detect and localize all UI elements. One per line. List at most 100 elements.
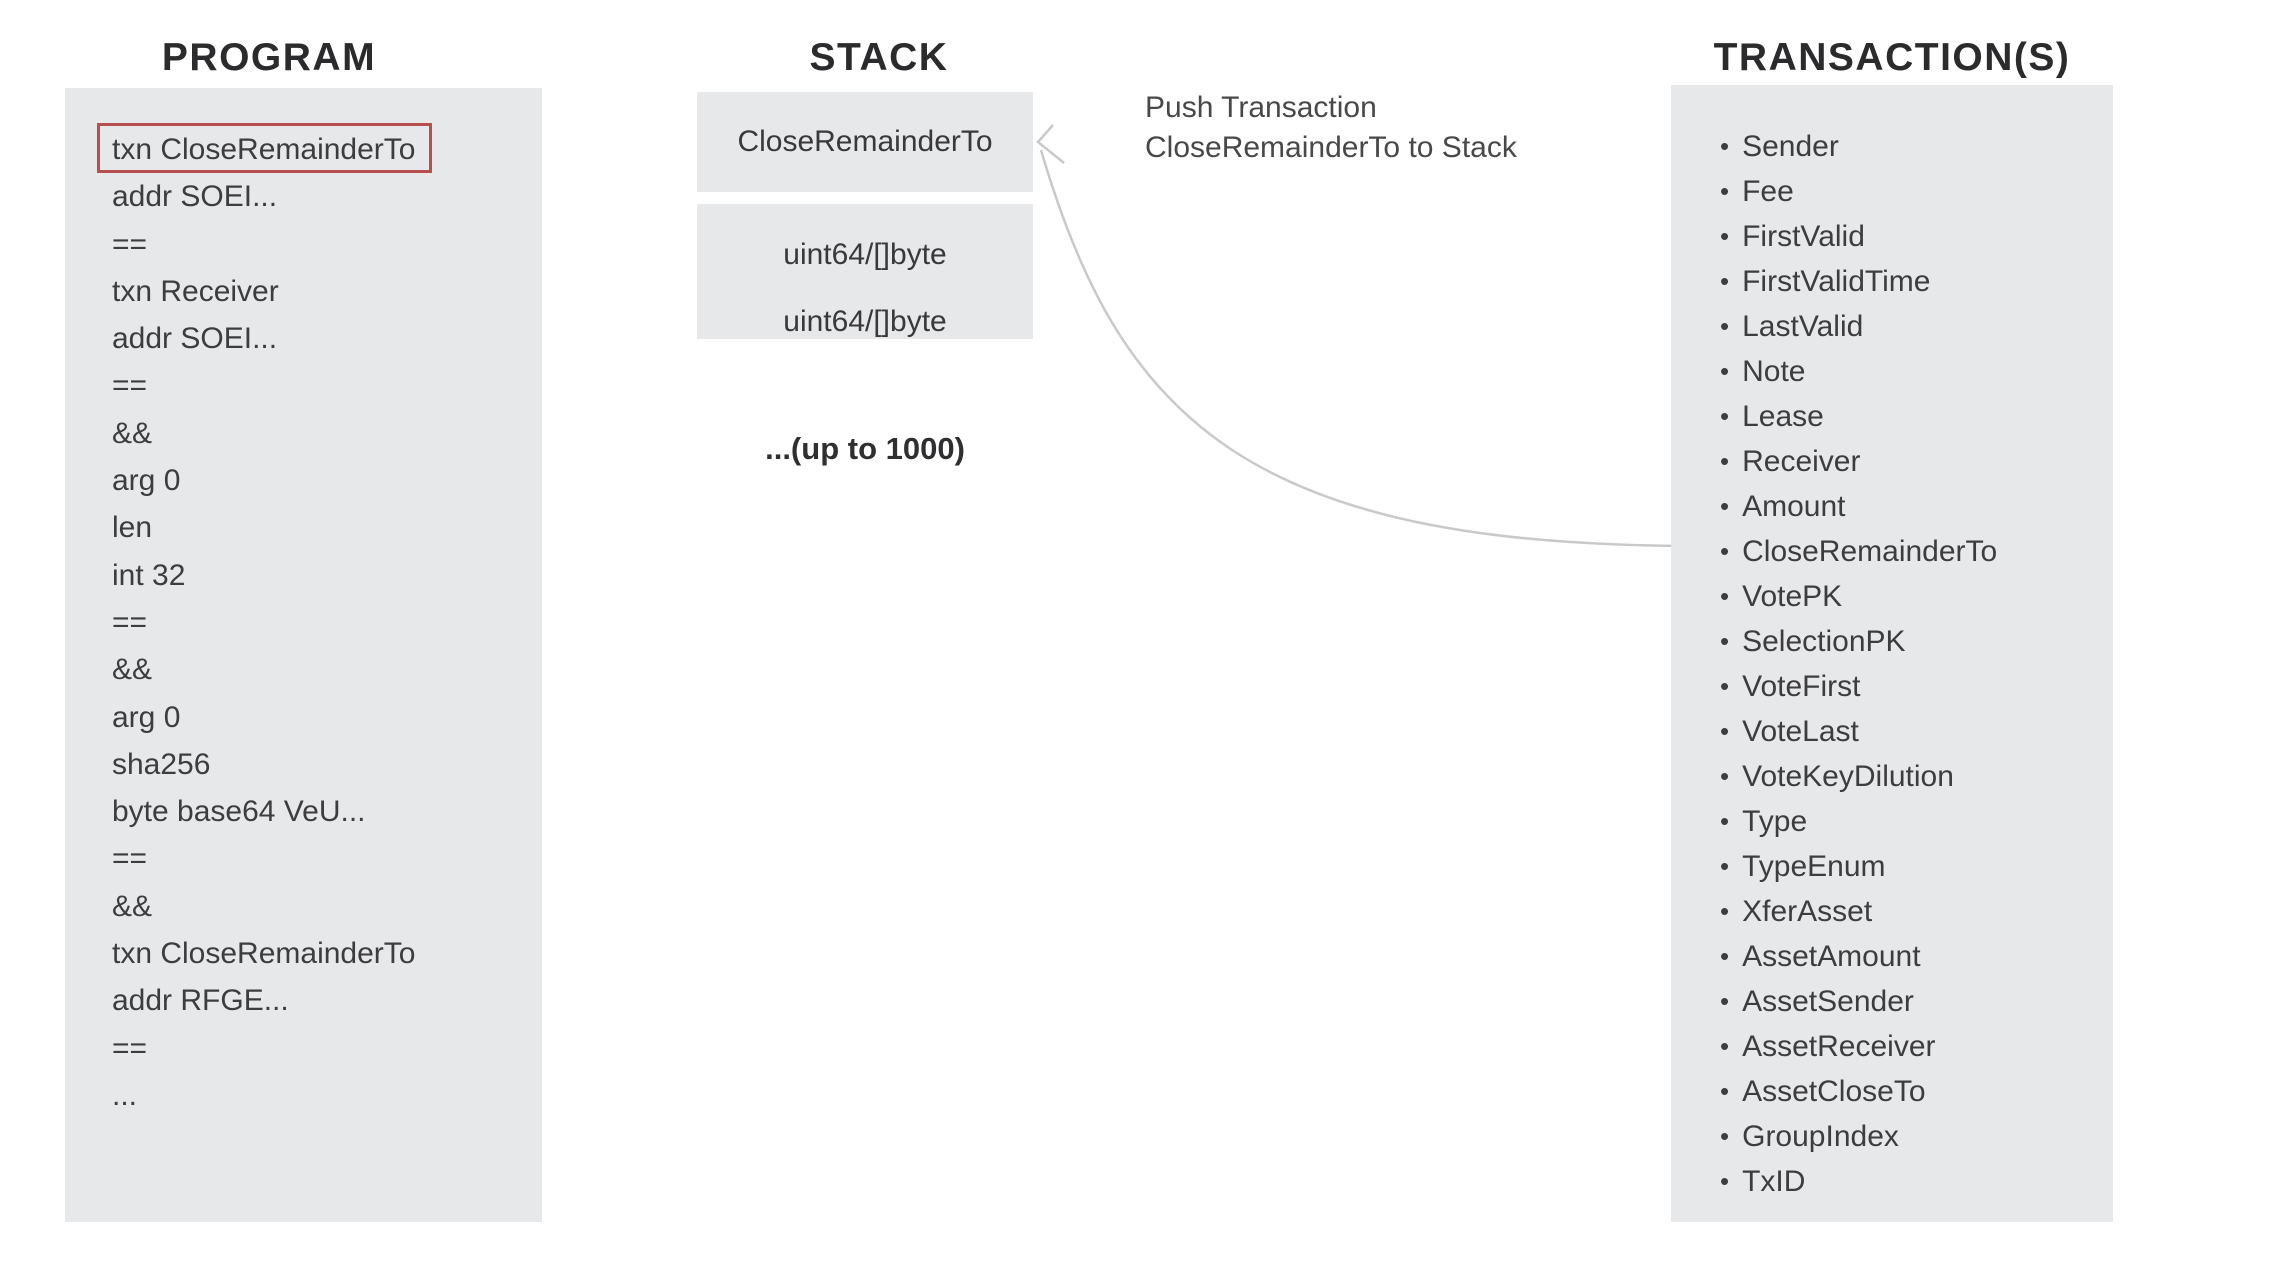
bullet-icon: • <box>1720 175 1730 206</box>
program-column-title: PROGRAM <box>161 36 377 79</box>
transaction-item-label: XferAsset <box>1742 894 1873 928</box>
transaction-item: • AssetReceiver <box>1720 1024 1997 1069</box>
program-line: arg 0 <box>112 700 181 734</box>
transaction-item-label: AssetAmount <box>1742 939 1921 973</box>
transaction-item: • Amount <box>1720 484 1997 529</box>
transactions-column-title: TRANSACTION(S) <box>1713 36 2071 79</box>
program-line: byte base64 VeU... <box>112 795 366 829</box>
bullet-icon: • <box>1720 1030 1730 1061</box>
transaction-item: • VoteLast <box>1720 709 1997 754</box>
transaction-item: • VotePK <box>1720 574 1997 619</box>
transaction-item: • Receiver <box>1720 439 1997 484</box>
bullet-icon: • <box>1720 985 1730 1016</box>
transaction-item-label: SelectionPK <box>1742 624 1906 658</box>
program-line: addr SOEI... <box>112 180 278 214</box>
program-line: && <box>112 653 153 687</box>
bullet-icon: • <box>1720 400 1730 431</box>
bullet-icon: • <box>1720 310 1730 341</box>
stack-box-list: CloseRemainderTo uint64/[]byte uint64/[]… <box>697 92 1033 339</box>
program-line: sha256 <box>112 747 211 781</box>
transaction-item: • LastValid <box>1720 304 1997 349</box>
bullet-icon: • <box>1720 445 1730 476</box>
bullet-icon: • <box>1720 805 1730 836</box>
transaction-item: • Lease <box>1720 394 1997 439</box>
stack-box: uint64/[]byte <box>697 204 1033 305</box>
transaction-item: • TxID <box>1720 1159 1997 1204</box>
transaction-item-label: FirstValid <box>1742 219 1865 253</box>
bullet-icon: • <box>1720 625 1730 656</box>
transaction-item: • AssetSender <box>1720 979 1997 1024</box>
program-line: addr RFGE... <box>112 984 289 1018</box>
transaction-item-label: VoteKeyDilution <box>1742 759 1954 793</box>
bullet-icon: • <box>1720 760 1730 791</box>
stack-box: uint64/[]byte <box>697 305 1033 339</box>
transactions-panel <box>1671 85 2113 1222</box>
transaction-item: • AssetAmount <box>1720 934 1997 979</box>
bullet-icon: • <box>1720 895 1730 926</box>
annotation-text: Push Transaction CloseRemainderTo to Sta… <box>1145 88 1517 168</box>
bullet-icon: • <box>1720 580 1730 611</box>
transaction-item-label: Fee <box>1742 174 1794 208</box>
bullet-icon: • <box>1720 940 1730 971</box>
annotation-line-1: Push Transaction <box>1145 91 1377 124</box>
program-line: == <box>112 842 148 876</box>
program-line: == <box>112 1031 148 1065</box>
transaction-item-label: AssetCloseTo <box>1742 1074 1926 1108</box>
program-line: && <box>112 889 153 923</box>
transaction-item: • FirstValidTime <box>1720 259 1997 304</box>
transaction-item: • CloseRemainderTo <box>1720 529 1997 574</box>
program-line: && <box>112 416 153 450</box>
transaction-item: • VoteFirst <box>1720 664 1997 709</box>
bullet-icon: • <box>1720 220 1730 251</box>
annotation-line-2: CloseRemainderTo to Stack <box>1145 131 1517 164</box>
transaction-item: • Sender <box>1720 124 1997 169</box>
transaction-item: • GroupIndex <box>1720 1114 1997 1159</box>
program-line: txn CloseRemainderTo <box>112 937 416 971</box>
transaction-item: • XferAsset <box>1720 889 1997 934</box>
transaction-item: • Note <box>1720 349 1997 394</box>
transaction-item-label: Note <box>1742 354 1806 388</box>
stack-box: CloseRemainderTo <box>697 92 1033 192</box>
transaction-item-label: FirstValidTime <box>1742 264 1931 298</box>
transaction-item: • SelectionPK <box>1720 619 1997 664</box>
program-line: txn Receiver <box>112 274 279 308</box>
transaction-item-label: VoteLast <box>1742 714 1859 748</box>
transaction-item: • AssetCloseTo <box>1720 1069 1997 1114</box>
program-line: addr SOEI... <box>112 322 278 356</box>
bullet-icon: • <box>1720 670 1730 701</box>
bullet-icon: • <box>1720 130 1730 161</box>
bullet-icon: • <box>1720 490 1730 521</box>
transaction-item: • Fee <box>1720 169 1997 214</box>
bullet-icon: • <box>1720 535 1730 566</box>
transaction-item-label: TypeEnum <box>1742 849 1886 883</box>
transaction-field-list: • Sender • Fee • FirstValid • FirstValid… <box>1720 124 1997 1204</box>
highlight-box <box>97 123 432 173</box>
transaction-item-label: VoteFirst <box>1742 669 1861 703</box>
program-line: ... <box>112 1078 138 1112</box>
program-line: arg 0 <box>112 464 181 498</box>
transaction-item-label: GroupIndex <box>1742 1119 1899 1153</box>
transaction-item-label: AssetSender <box>1742 984 1914 1018</box>
transaction-item: • FirstValid <box>1720 214 1997 259</box>
stack-column-title: STACK <box>809 36 949 79</box>
transaction-item: • Type <box>1720 799 1997 844</box>
transaction-item: • VoteKeyDilution <box>1720 754 1997 799</box>
transaction-item-label: Receiver <box>1742 444 1861 478</box>
transaction-item-label: Type <box>1742 804 1808 838</box>
stack-capacity-note: ...(up to 1000) <box>765 431 965 466</box>
program-panel <box>65 88 542 1222</box>
flow-arrow-curve <box>1039 149 1698 548</box>
transaction-item-label: Lease <box>1742 399 1824 433</box>
transaction-item-label: Amount <box>1742 489 1846 523</box>
program-line: == <box>112 605 148 639</box>
bullet-icon: • <box>1720 1165 1730 1196</box>
transaction-item-label: Sender <box>1742 129 1839 163</box>
transaction-item-label: CloseRemainderTo <box>1742 534 1998 568</box>
program-line-list: txn CloseRemainderTo addr SOEI... == txn… <box>112 126 532 1119</box>
transaction-item-label: TxID <box>1742 1164 1806 1198</box>
bullet-icon: • <box>1720 850 1730 881</box>
flow-arrowhead-icon <box>1036 124 1065 164</box>
bullet-icon: • <box>1720 1075 1730 1106</box>
bullet-icon: • <box>1720 715 1730 746</box>
program-line: int 32 <box>112 558 186 592</box>
